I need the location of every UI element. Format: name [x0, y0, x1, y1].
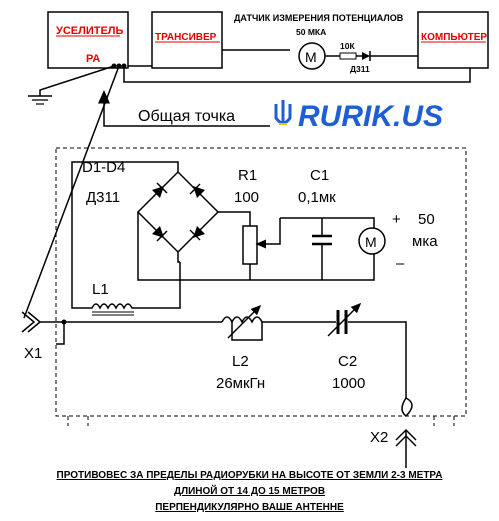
meter-plus: + [392, 211, 401, 228]
r1-potentiometer [242, 218, 281, 280]
trident-icon [274, 100, 292, 125]
footer-line-1: ПРОТИВОВЕС ЗА ПРЕДЕЛЫ РАДИОРУБКИ НА ВЫСО… [56, 470, 443, 481]
c2-label: C2 [338, 353, 357, 370]
amplifier-label: УСЕЛИТЕЛЬ [56, 25, 124, 37]
diodes-type-label: Д311 [86, 189, 120, 206]
footer-line-3: ПЕРПЕНДИКУЛЯРНО ВАШЕ АНТЕННЕ [155, 502, 344, 513]
common-point-label: Общая точка [138, 108, 235, 125]
l1-coil [82, 303, 134, 316]
amplifier-label-2: РА [86, 53, 100, 65]
meter-value: 50 [418, 211, 435, 228]
l2-value: 26мкГн [216, 375, 265, 392]
meter-minus: – [396, 255, 405, 272]
c2-capacitor [327, 302, 362, 337]
transceiver-block: ТРАНСИВЕР [151, 11, 223, 69]
sensor-resistor-label: 10К [340, 41, 355, 51]
c1-capacitor [312, 218, 332, 280]
c2-value: 1000 [332, 375, 365, 392]
diodes-label: D1-D4 [82, 159, 125, 176]
r1-label: R1 [238, 167, 257, 184]
sensor-resistor [339, 52, 357, 60]
ground-icon [28, 65, 115, 105]
c1-value: 0,1мк [298, 189, 336, 206]
meter-unit: мка [412, 233, 438, 250]
l2-label: L2 [232, 353, 249, 370]
footer-line-2: ДЛИНОЙ ОТ 14 ДО 15 МЕТРОВ [173, 486, 326, 497]
sensor-meter-icon: M [298, 42, 326, 70]
ground-bus-wire [123, 66, 471, 83]
l1-label: L1 [92, 281, 109, 298]
svg-text:M: M [365, 234, 377, 250]
x2-label: X2 [370, 429, 388, 446]
sensor-diode-label: Д311 [350, 64, 370, 74]
x1-connector [21, 311, 42, 333]
computer-label: КОМПЬЮТЕР [421, 32, 487, 43]
sensor-diode [362, 51, 371, 61]
c1-label: C1 [310, 167, 329, 184]
l2-coil [221, 304, 263, 341]
sensor-meter-label: 50 МКА [296, 27, 326, 37]
x2-connector [395, 397, 417, 468]
meter-icon: M [358, 227, 386, 255]
enclosure [55, 147, 467, 426]
svg-text:M: M [305, 49, 317, 65]
transceiver-label: ТРАНСИВЕР [155, 32, 217, 43]
computer-block: КОМПЬЮТЕР [417, 11, 489, 69]
amplifier-block: УСЕЛИТЕЛЬ РА [47, 11, 129, 69]
diode-bridge [136, 170, 220, 254]
x1-label: X1 [24, 345, 42, 362]
r1-value: 100 [234, 189, 259, 206]
sensor-title: ДАТЧИК ИЗМЕРЕНИЯ ПОТЕНЦИАЛОВ [234, 13, 404, 23]
logo-text: RURIK.US [298, 100, 443, 133]
